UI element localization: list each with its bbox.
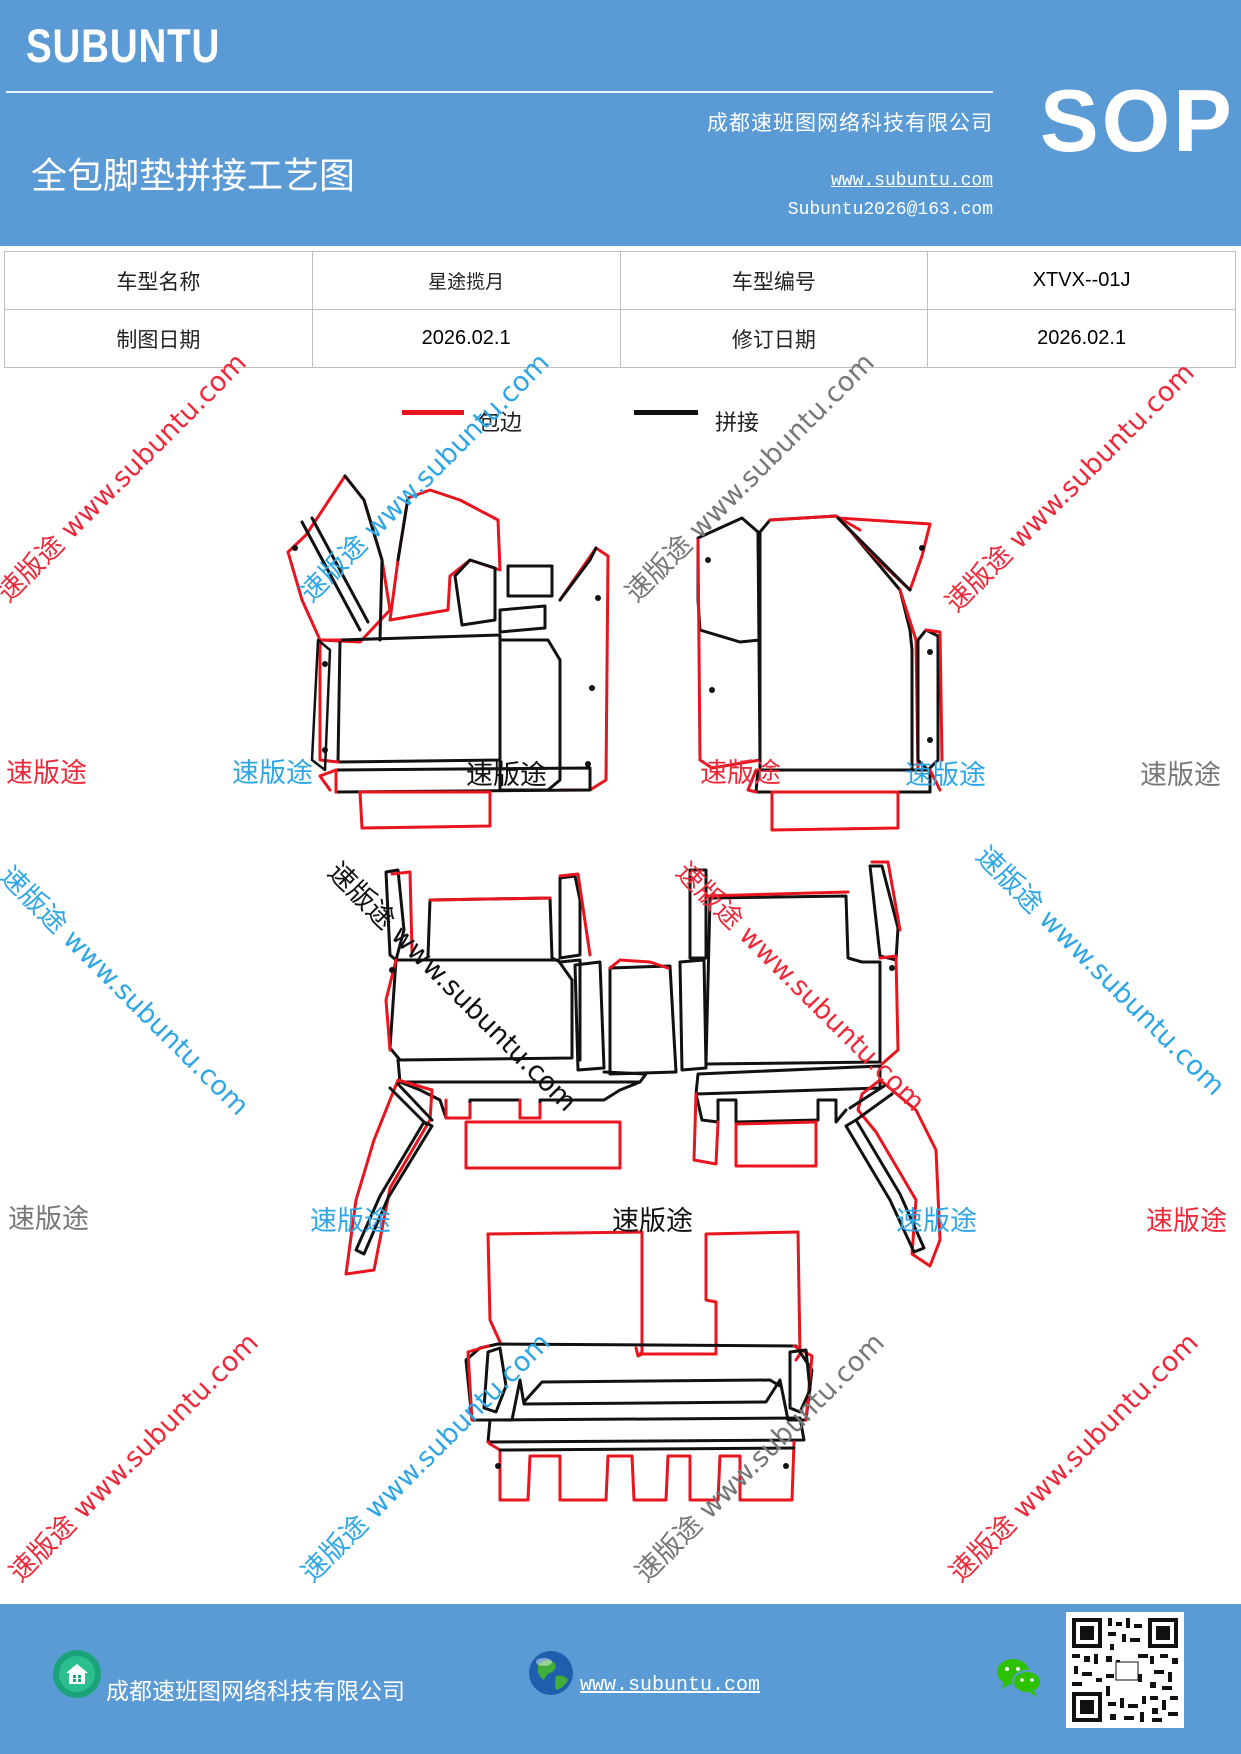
footer-website-link[interactable]: www.subuntu.com bbox=[580, 1674, 761, 1697]
footer-banner: 成都速班图网络科技有限公司 www.subuntu.com bbox=[0, 1604, 1241, 1754]
watermark-brand: 速版途 bbox=[896, 1206, 977, 1237]
edge-legend-swatch bbox=[402, 410, 464, 415]
table-row: 制图日期 2026.02.1 修订日期 2026.02.1 bbox=[4, 309, 1236, 368]
watermark-brand: 速版途 bbox=[700, 758, 781, 789]
draw-date-value: 2026.02.1 bbox=[311, 309, 621, 368]
watermark-brand: 速版途 bbox=[6, 758, 87, 789]
watermark-brand: 速版途 bbox=[310, 1206, 391, 1237]
floor-mat-drawing bbox=[286, 474, 944, 1502]
draw-date-label: 制图日期 bbox=[4, 309, 313, 368]
building-icon bbox=[53, 1650, 101, 1698]
page-title: 全包脚垫拼接工艺图 bbox=[31, 156, 356, 197]
header-banner: SUBUNTU 全包脚垫拼接工艺图 成都速班图网络科技有限公司 www.subu… bbox=[0, 0, 1241, 246]
model-code-value: XTVX--01J bbox=[927, 251, 1236, 310]
header-divider bbox=[6, 91, 993, 93]
brand-logo: SUBUNTU bbox=[26, 19, 221, 72]
table-row: 车型名称 星途揽月 车型编号 XTVX--01J bbox=[4, 251, 1236, 310]
splice-legend-swatch bbox=[634, 410, 698, 415]
wechat-icon bbox=[997, 1659, 1042, 1697]
email-address: Subuntu2026@163.com bbox=[787, 200, 993, 220]
edge-legend-label: 包边 bbox=[478, 411, 523, 436]
watermark-brand: 速版途 bbox=[232, 758, 313, 789]
front-left-mat bbox=[286, 474, 610, 830]
sop-badge: SOP bbox=[1040, 71, 1235, 170]
splice-legend-label: 拼接 bbox=[715, 411, 760, 436]
globe-icon bbox=[529, 1651, 573, 1695]
revise-date-value: 2026.02.1 bbox=[927, 309, 1236, 368]
revise-date-label: 修订日期 bbox=[619, 309, 929, 368]
watermark-brand: 速版途 bbox=[1146, 1206, 1227, 1237]
model-name-label: 车型名称 bbox=[4, 251, 313, 310]
watermark-brand: 速版途 bbox=[466, 760, 547, 791]
model-name-value: 星途揽月 bbox=[311, 251, 621, 310]
info-table: 车型名称 星途揽月 车型编号 XTVX--01J 制图日期 2026.02.1 … bbox=[4, 251, 1236, 368]
watermark-brand: 速版途 bbox=[1140, 760, 1221, 791]
qr-code[interactable] bbox=[1066, 1612, 1184, 1728]
rear-row-mat bbox=[464, 1230, 814, 1502]
watermark-brand: 速版途 bbox=[8, 1204, 89, 1235]
watermark-brand: 速版途 bbox=[612, 1206, 693, 1237]
watermark-brand: 速版途 bbox=[905, 760, 986, 791]
model-code-label: 车型编号 bbox=[619, 251, 929, 310]
website-link[interactable]: www.subuntu.com bbox=[830, 171, 993, 191]
footer-company-name: 成都速班图网络科技有限公司 bbox=[106, 1679, 405, 1704]
company-name: 成都速班图网络科技有限公司 bbox=[707, 111, 993, 135]
middle-row-mat bbox=[344, 860, 942, 1276]
front-right-mat bbox=[696, 514, 944, 832]
